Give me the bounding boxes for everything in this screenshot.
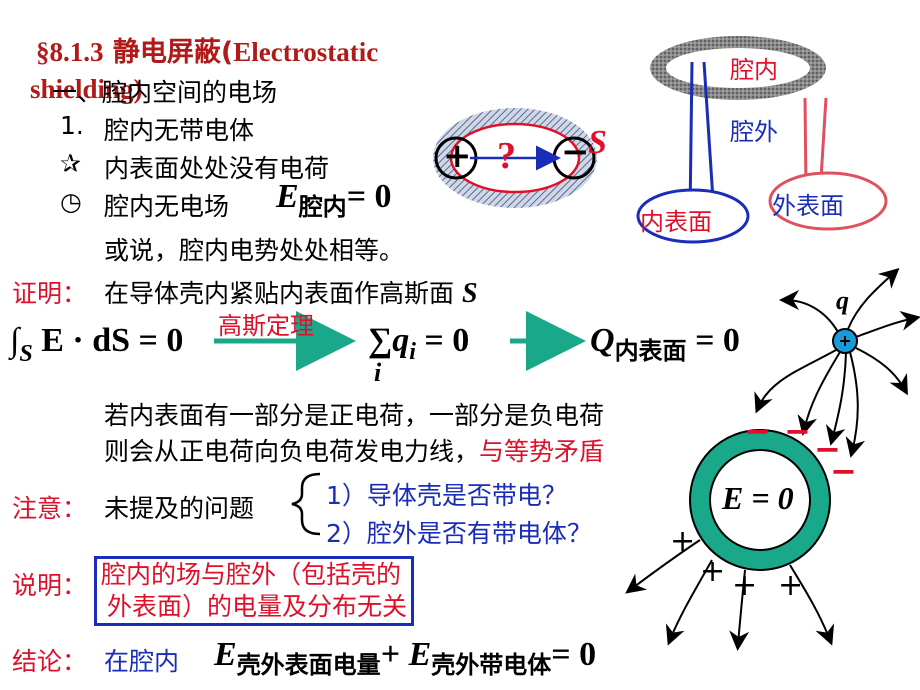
note-brace: [291, 472, 321, 536]
sum-index: i: [374, 358, 382, 387]
inner-surface-pointer-2: [702, 61, 716, 216]
case-1-label: 腔内无带电体: [104, 116, 255, 145]
gaussian-surface: [449, 122, 581, 194]
section-title-cn: 静电屏蔽(: [112, 37, 234, 68]
explain-line-2: 外表面）的电量及分布无关: [107, 592, 408, 621]
shell-field-zero: E = 0: [722, 480, 794, 516]
explain-line-1: 腔内的场与腔外（包括壳的: [101, 560, 402, 589]
section-heading: §8.1.3 静电屏蔽(Electrostatic: [36, 30, 378, 69]
star-icon: ✰: [60, 149, 81, 178]
proof-label: 证明：: [12, 279, 88, 308]
cavity-diagram: [433, 108, 597, 208]
cavity-minus-charge: −: [561, 132, 590, 172]
induced-minus-3: −: [814, 430, 841, 468]
reasoning-line-1: 若内表面有一部分是正电荷，一部分是负电荷: [104, 401, 605, 430]
induced-plus-3: +: [732, 568, 758, 603]
charge-q-label: q: [836, 286, 849, 315]
section-title-en: Electrostatic: [233, 37, 379, 67]
proof-text: 在导体壳内紧贴内表面作高斯面 S: [104, 278, 478, 309]
induced-plus-4: +: [778, 568, 804, 603]
cavity-question-mark: ?: [497, 135, 516, 177]
label-inner-cavity: 腔内: [730, 56, 778, 84]
label-outer-region: 腔外: [730, 118, 778, 146]
induced-minus-1: −: [744, 412, 771, 450]
conclusion-label: 结论：: [12, 647, 88, 676]
equation-conclusion: E壳外表面电量+ E壳外带电体= 0: [214, 636, 597, 679]
section-title-en-2: shielding): [30, 74, 143, 104]
label-outer-surface: 外表面: [772, 192, 844, 220]
potential-text: 或说，腔内电势处处相等。: [104, 236, 405, 265]
field-diagram: [625, 267, 920, 651]
note-text: 未提及的问题: [104, 494, 255, 523]
star-text: 内表面处处没有电荷: [104, 154, 330, 183]
gauss-theorem-label: 高斯定理: [218, 312, 314, 340]
gaussian-surface-label: S: [588, 124, 607, 161]
note-question-2: 2）腔外是否有带电体？: [326, 519, 592, 548]
case-1-number: 1.: [60, 111, 84, 140]
equation-cavity-field: E腔内= 0: [276, 178, 392, 221]
clock-text: 腔内无电场: [104, 192, 230, 221]
reasoning-line-2: 则会从正电荷向负电荷发电力线，与等势矛盾: [104, 437, 605, 466]
label-inner-surface: 内表面: [640, 208, 712, 236]
equation-inner-charge: Q内表面 = 0: [590, 322, 740, 365]
section-number: §8.1.3: [36, 37, 104, 67]
note-question-1: 1）导体壳是否带电？: [326, 481, 567, 510]
conclusion-text: 在腔内: [104, 647, 180, 676]
induced-plus-1: +: [670, 524, 696, 559]
shell-diagram: [636, 36, 888, 244]
induced-minus-2: −: [784, 412, 811, 450]
cavity-plus-charge: +: [443, 136, 472, 176]
explain-box: 腔内的场与腔外（包括壳的 外表面）的电量及分布无关: [94, 556, 415, 626]
induced-plus-2: +: [700, 554, 726, 589]
point-one-heading: 一、腔内空间的电场: [52, 78, 278, 107]
induced-minus-4: −: [830, 452, 857, 490]
equation-gauss-integral: ∫S E · dS = 0: [10, 322, 184, 367]
clock-icon: ◷: [60, 187, 82, 216]
explain-label: 说明：: [12, 571, 88, 600]
equation-sum: ∑qi = 0: [368, 322, 470, 365]
note-label: 注意：: [12, 494, 88, 523]
